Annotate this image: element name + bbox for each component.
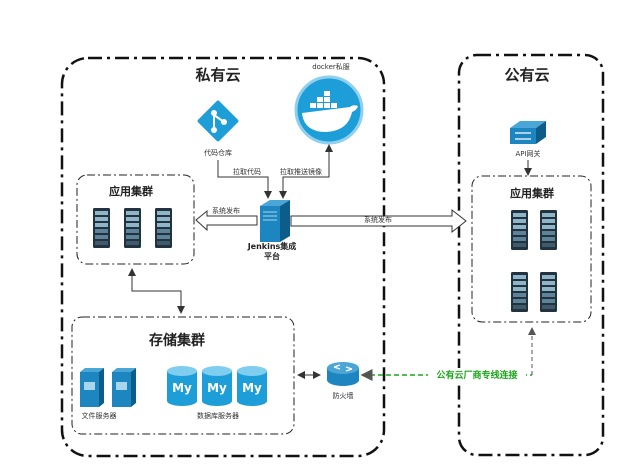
server-rack-icon	[540, 210, 557, 250]
pull-code-connector	[217, 160, 272, 199]
file-server-label: 文件服务器	[82, 411, 117, 420]
docker-registry-label: docker私服	[312, 62, 350, 71]
code-repo-label: 代码仓库	[204, 148, 232, 157]
public-cloud-title: 公有云	[504, 66, 549, 84]
pull-push-image-connector	[279, 144, 333, 199]
server-rack-icon	[511, 272, 528, 312]
svg-text:My: My	[172, 381, 192, 395]
pull-push-image-label: 拉取推送镜像	[280, 167, 322, 176]
api-gateway-icon	[510, 121, 546, 144]
file-server-icon	[80, 368, 104, 407]
private-app-cluster	[76, 174, 195, 265]
firewall-icon	[327, 362, 359, 386]
storage-cluster	[71, 316, 295, 435]
mysql-db-icon: My	[167, 366, 197, 406]
deploy-right-arrow	[290, 208, 467, 234]
api-gateway-label: API网关	[515, 149, 540, 158]
deploy-left-label: 系统发布	[212, 206, 240, 215]
git-icon	[197, 100, 239, 142]
db-server-label: 数据库服务器	[197, 411, 239, 420]
server-rack-icon	[155, 208, 172, 248]
mysql-db-icon: My	[237, 366, 267, 406]
mysql-db-icon: My	[202, 366, 232, 406]
public-app-cluster-title: 应用集群	[510, 186, 554, 200]
dedicated-line-label: 公有云厂商专线连接	[436, 369, 517, 381]
server-rack-icon	[124, 208, 141, 248]
private-cloud-boundary	[60, 56, 386, 458]
jenkins-label-line1: Jenkins集成	[247, 241, 297, 251]
public-app-cluster	[471, 175, 592, 323]
server-rack-icon	[93, 208, 110, 248]
server-rack-icon	[540, 272, 557, 312]
storage-cluster-title: 存储集群	[149, 332, 205, 349]
deploy-right-label: 系统发布	[364, 215, 392, 224]
server-rack-icon	[511, 210, 528, 250]
svg-text:My: My	[242, 381, 262, 395]
public-cloud-boundary	[457, 53, 605, 457]
jenkins-server-icon	[260, 200, 290, 242]
svg-text:My: My	[207, 381, 227, 395]
firewall-label: 防火墙	[333, 391, 354, 400]
private-app-cluster-title: 应用集群	[109, 184, 153, 198]
pull-code-label: 拉取代码	[233, 167, 261, 176]
deploy-left-arrow	[195, 209, 258, 232]
file-server-icon	[112, 368, 136, 407]
dedicated-line-label-bg	[428, 368, 526, 382]
app-storage-connector	[128, 268, 185, 314]
jenkins-label-line2: 平台	[264, 251, 280, 261]
docker-icon	[294, 75, 364, 145]
private-cloud-title: 私有云	[194, 66, 240, 84]
